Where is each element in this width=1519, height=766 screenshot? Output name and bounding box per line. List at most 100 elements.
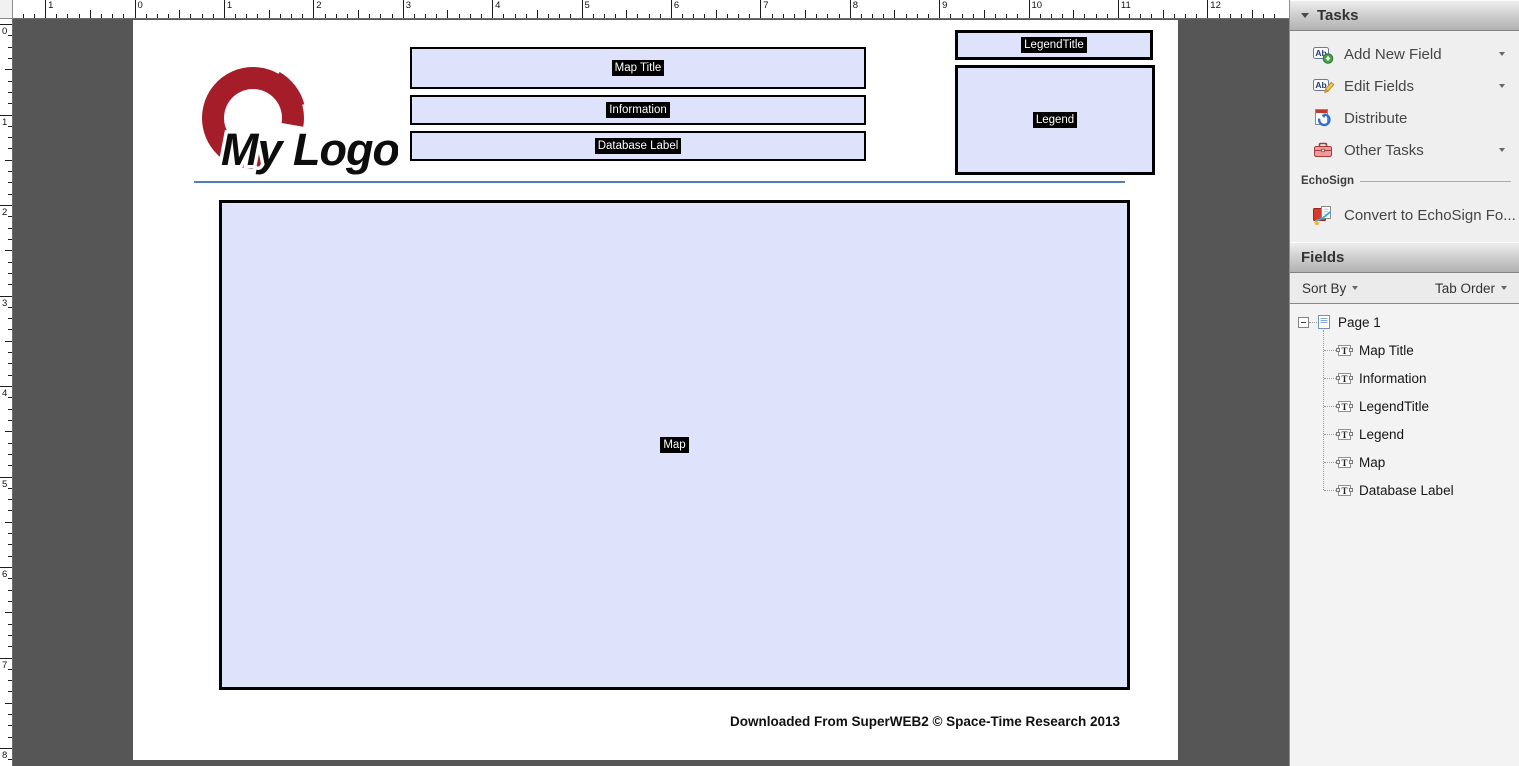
ruler-tick xyxy=(592,14,594,18)
ruler-tick xyxy=(872,14,874,18)
ruler-tick xyxy=(22,14,24,18)
ruler-tick xyxy=(112,14,114,18)
tree-root-page-1[interactable]: Page 1 xyxy=(1290,308,1519,336)
ruler-tick xyxy=(8,510,12,512)
chevron-down-icon[interactable] xyxy=(1499,52,1505,56)
ruler-tick xyxy=(849,0,851,18)
chevron-down-icon[interactable] xyxy=(1499,148,1505,152)
information-field[interactable]: Information xyxy=(410,95,866,125)
ruler-tick xyxy=(1073,10,1075,18)
distribute-icon xyxy=(1312,108,1334,128)
ruler-tick xyxy=(235,14,237,18)
ruler-tick xyxy=(648,14,650,18)
tree-item-label: Map Title xyxy=(1359,342,1414,358)
ruler-tick xyxy=(8,103,12,105)
ruler-tick xyxy=(8,736,12,738)
ruler-tick xyxy=(0,567,12,568)
ruler-tick xyxy=(156,14,158,18)
ruler-tick xyxy=(8,318,12,320)
ruler-tick xyxy=(8,261,12,263)
task-item-convert-to-echosign[interactable]: Convert to EchoSign Fo... xyxy=(1290,199,1519,231)
ruler-number: 11 xyxy=(1120,0,1131,11)
tree-item-label: Database Label xyxy=(1359,482,1454,498)
ruler-tick xyxy=(559,14,561,18)
ruler-tick xyxy=(391,14,393,18)
task-item-distribute[interactable]: Distribute xyxy=(1290,102,1519,134)
ruler-tick xyxy=(8,487,12,489)
ruler-tick xyxy=(8,284,12,286)
ruler-tick xyxy=(760,0,762,18)
database-label-field-label: Database Label xyxy=(594,137,682,155)
svg-text:T: T xyxy=(1341,345,1347,355)
ruler-tick xyxy=(5,521,12,523)
map-title-field[interactable]: Map Title xyxy=(410,47,866,89)
sort-by-dropdown[interactable]: Sort By xyxy=(1302,280,1359,296)
ruler-tick xyxy=(8,465,12,467)
ruler-tick xyxy=(56,14,58,18)
ruler-tick xyxy=(8,623,12,625)
ruler-tick xyxy=(8,57,12,59)
ruler-tick xyxy=(1173,14,1175,18)
ruler-tick xyxy=(8,148,12,150)
ruler-tick xyxy=(8,193,12,195)
fields-panel-header[interactable]: Fields xyxy=(1290,242,1519,273)
database-label-field[interactable]: Database Label xyxy=(410,131,866,161)
ruler-tick xyxy=(860,14,862,18)
ruler-tick xyxy=(45,0,47,18)
ruler-tick xyxy=(0,24,12,25)
ruler-tick xyxy=(793,14,795,18)
svg-text:T: T xyxy=(1341,401,1347,411)
ruler-tick xyxy=(782,14,784,18)
echosign-convert-icon xyxy=(1312,205,1334,225)
header-divider-line xyxy=(194,181,1125,183)
ruler-number: 10 xyxy=(1031,0,1043,11)
ruler-tick xyxy=(749,14,751,18)
legend-field[interactable]: Legend xyxy=(955,65,1155,175)
tasks-panel-header[interactable]: Tasks xyxy=(1290,0,1519,31)
ruler-tick xyxy=(8,91,12,93)
ruler-number: 5 xyxy=(584,0,590,11)
ruler-number: 4 xyxy=(495,0,501,11)
task-item-label: Add New Field xyxy=(1344,45,1442,63)
ruler-tick xyxy=(78,14,80,18)
legend-title-field[interactable]: LegendTitle xyxy=(955,30,1153,60)
echosign-section-rule xyxy=(1360,180,1511,182)
tree-item-map-title[interactable]: T Map Title xyxy=(1290,336,1519,364)
ruler-tick xyxy=(8,646,12,648)
tasks-panel-title: Tasks xyxy=(1317,7,1359,24)
tab-order-label: Tab Order xyxy=(1434,280,1495,296)
map-title-field-label: Map Title xyxy=(611,59,665,77)
map-field[interactable]: Map xyxy=(219,200,1130,690)
legend-title-field-label: LegendTitle xyxy=(1021,36,1087,54)
task-item-other-tasks[interactable]: Other Tasks xyxy=(1290,134,1519,166)
task-item-label: Other Tasks xyxy=(1344,141,1424,159)
ruler-tick xyxy=(313,0,315,18)
ruler-tick xyxy=(380,14,382,18)
ruler-tick xyxy=(8,352,12,354)
ruler-tick xyxy=(8,589,12,591)
footer-copyright-text: Downloaded From SuperWEB2 © Space-Time R… xyxy=(729,714,1121,729)
ruler-tick xyxy=(5,612,12,614)
pdf-page[interactable]: My Logo Map Title Information Database L… xyxy=(133,20,1178,760)
ruler-tick xyxy=(447,10,449,18)
chevron-down-icon[interactable] xyxy=(1499,84,1505,88)
text-field-icon: T xyxy=(1336,428,1353,441)
ruler-tick xyxy=(805,10,806,18)
collapse-chevron-icon[interactable] xyxy=(1301,13,1309,18)
ruler-tick xyxy=(8,397,12,399)
tab-order-dropdown[interactable]: Tab Order xyxy=(1435,281,1507,296)
task-item-label: Distribute xyxy=(1344,109,1408,127)
sort-by-label: Sort By xyxy=(1302,280,1347,296)
collapse-minus-icon[interactable] xyxy=(1298,316,1309,328)
ruler-tick xyxy=(715,10,717,18)
